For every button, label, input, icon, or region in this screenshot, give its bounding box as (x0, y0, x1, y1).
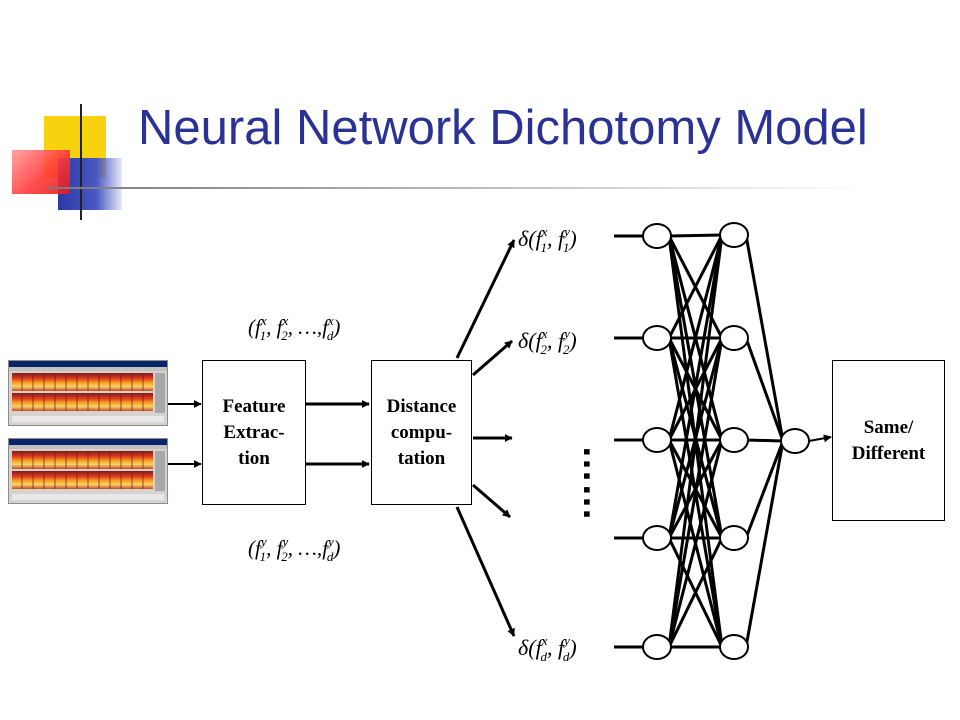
edge-hidden-4-output (744, 440, 785, 539)
edge-hidden-3-output (745, 438, 784, 443)
edge-hidden-1-output (744, 234, 785, 442)
deco-red-square (12, 150, 70, 194)
edge-input-5-hidden-4 (667, 537, 724, 648)
input-node-1 (642, 223, 672, 249)
output-arrow (808, 434, 832, 443)
edge-input-5-hidden-3 (667, 439, 724, 648)
edge-input-5-hidden-2 (667, 337, 724, 648)
feature-box-line: Feature (222, 395, 286, 417)
title-underline (48, 187, 868, 189)
distance-box-line: Distance (386, 395, 457, 417)
distance-box-line: compu- (390, 421, 453, 443)
input-node-5 (642, 634, 672, 660)
page-title: Neural Network Dichotomy Model (138, 101, 868, 155)
hidden-node-2 (719, 325, 749, 351)
input-node-3 (642, 427, 672, 453)
output-box-line: Same/ (863, 416, 914, 438)
edge-input-5-hidden-1 (667, 234, 724, 648)
output-box: Same/ Different (832, 360, 945, 521)
spectrogram-thumbnail-1 (8, 360, 168, 426)
hidden-node-4 (719, 525, 749, 551)
distance-arrow-2 (472, 339, 513, 377)
edge-input-1-hidden-1 (668, 233, 723, 238)
distance-arrow-4 (472, 483, 511, 519)
distance-computation-box: Distance compu- tation (371, 360, 472, 505)
output-node (780, 428, 810, 454)
distance-box-line: tation (397, 447, 446, 469)
edge-input-4-hidden-1 (667, 234, 724, 539)
hidden-node-5 (719, 634, 749, 660)
edge-input-2-hidden-1 (667, 234, 724, 339)
hidden-node-1 (719, 222, 749, 248)
input-node-4 (642, 525, 672, 551)
ellipsis-dots: …… (575, 445, 617, 521)
feature-box-line: Extrac- (223, 421, 285, 443)
distance-arrow-5 (455, 506, 516, 637)
feature-box-line: tion (238, 447, 270, 469)
spectrogram-thumbnail-2 (8, 438, 168, 504)
feature-extraction-box: Feature Extrac- tion (202, 360, 306, 505)
edge-hidden-2-output (744, 337, 785, 442)
edge-hidden-5-output (744, 440, 785, 648)
distance-arrow-1 (455, 239, 516, 359)
edge-input-3-hidden-1 (667, 234, 724, 441)
input-node-2 (642, 325, 672, 351)
output-box-line: Different (851, 442, 926, 464)
deco-vertical-line (80, 104, 82, 220)
hidden-node-3 (719, 427, 749, 453)
